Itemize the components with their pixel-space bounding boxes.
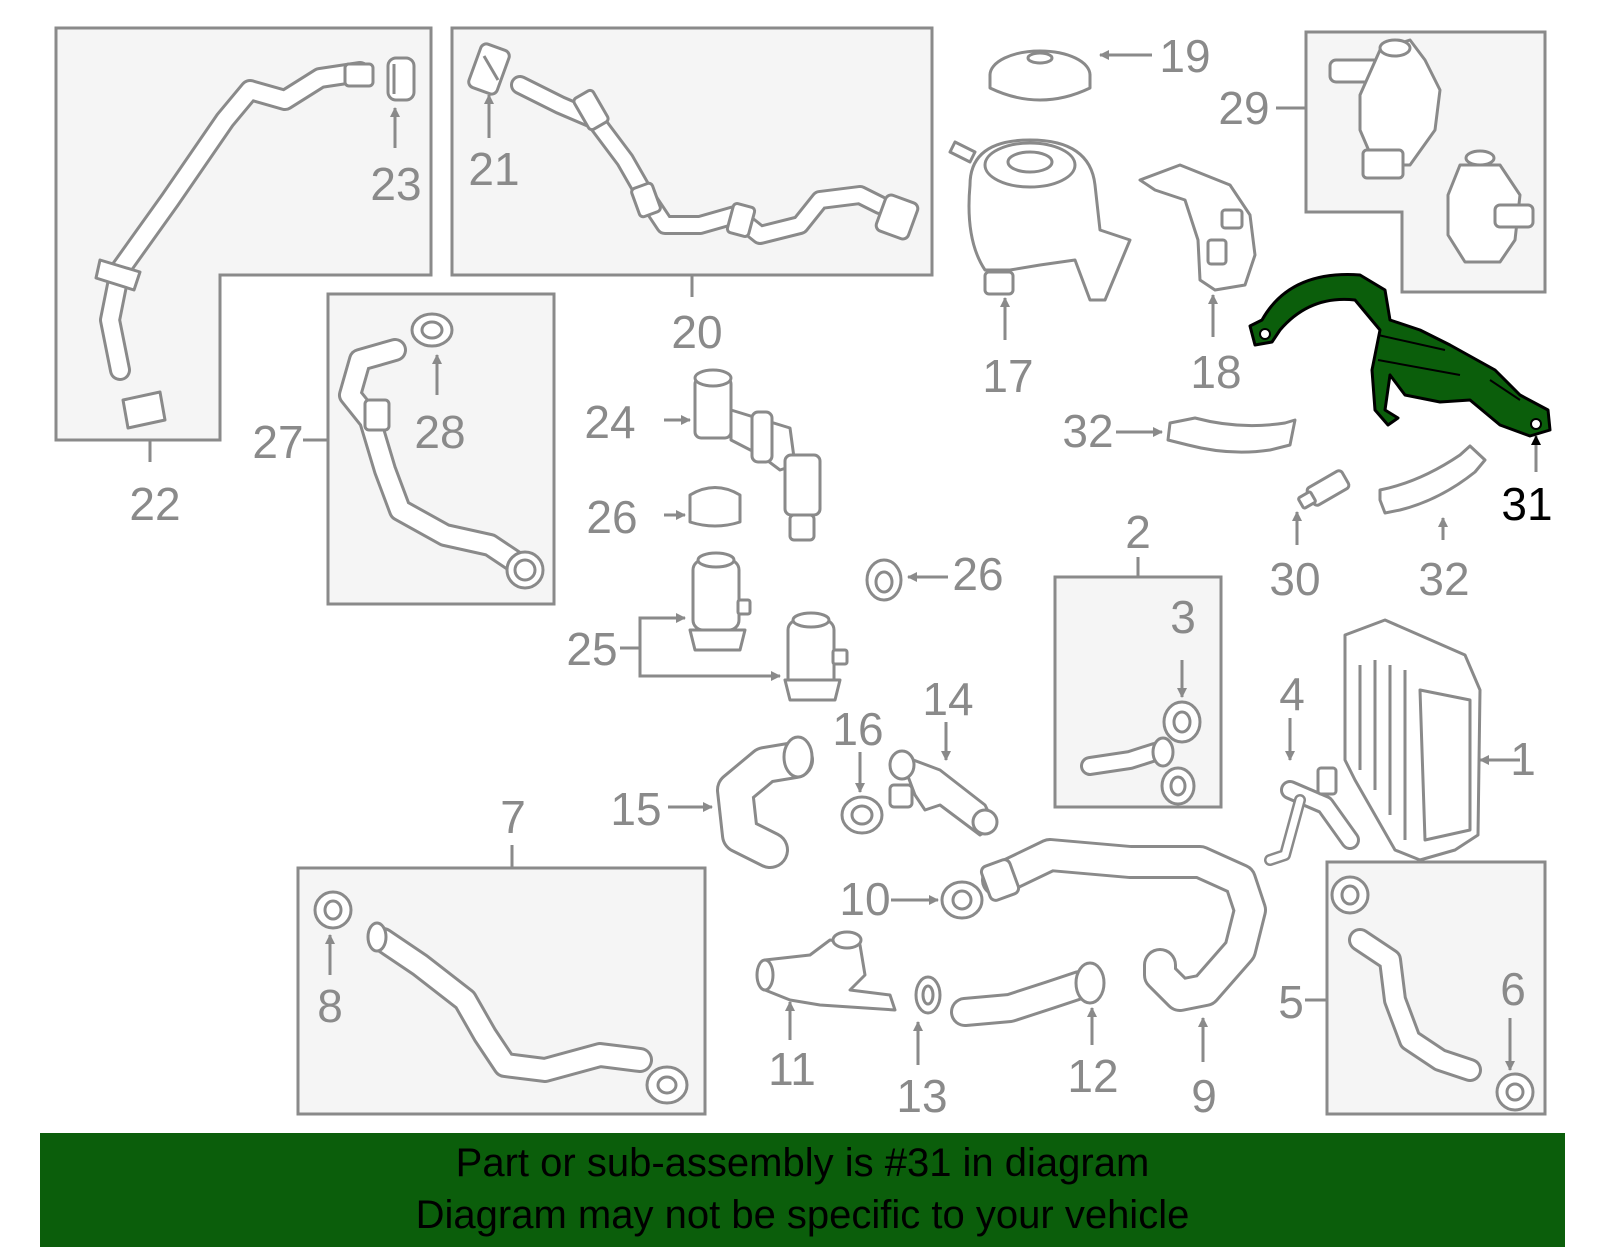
callout-16: 16 bbox=[832, 703, 883, 755]
part-4-pipe bbox=[1264, 766, 1360, 866]
part-24-tee bbox=[693, 368, 822, 542]
callout-4: 4 bbox=[1279, 668, 1305, 720]
part-22-hose bbox=[94, 61, 375, 430]
part-13-clamp bbox=[914, 975, 942, 1015]
callout-15: 15 bbox=[610, 783, 661, 835]
part-17-reservoir bbox=[948, 138, 1132, 302]
callout-23: 23 bbox=[370, 158, 421, 210]
leader-lines bbox=[148, 50, 1541, 1071]
callout-19: 19 bbox=[1159, 30, 1210, 82]
callout-27: 27 bbox=[252, 416, 303, 468]
callout-6: 6 bbox=[1500, 963, 1526, 1015]
part-28-clamp bbox=[410, 312, 454, 348]
part-29-pumps bbox=[1328, 38, 1535, 264]
part-10-clamp bbox=[940, 880, 984, 920]
callout-28: 28 bbox=[414, 406, 465, 458]
part-32-strap-lower bbox=[1378, 444, 1487, 515]
part-31-bracket-highlighted bbox=[1248, 273, 1552, 438]
callout-5: 5 bbox=[1278, 976, 1304, 1028]
part-26-clamp-left bbox=[688, 486, 742, 528]
callout-32-upper: 32 bbox=[1062, 405, 1113, 457]
callout-8: 8 bbox=[317, 980, 343, 1032]
callout-31: 31 bbox=[1501, 478, 1552, 530]
part-3-clamps-hose bbox=[1080, 700, 1202, 806]
callout-26-right: 26 bbox=[952, 548, 1003, 600]
part-7-end-clamp bbox=[645, 1065, 689, 1105]
part-30-sensor bbox=[1297, 469, 1351, 510]
part-27-hose bbox=[338, 338, 545, 590]
part-12-hose bbox=[950, 961, 1106, 1027]
callout-7: 7 bbox=[500, 791, 526, 843]
part-8-clamp bbox=[313, 890, 353, 930]
callout-1: 1 bbox=[1510, 733, 1536, 785]
callout-18: 18 bbox=[1190, 346, 1241, 398]
part-25-pumps bbox=[688, 551, 849, 702]
callout-2: 2 bbox=[1125, 506, 1151, 558]
group-box-22 bbox=[54, 26, 433, 442]
callout-21: 21 bbox=[468, 143, 519, 195]
part-23-clamp bbox=[386, 56, 416, 102]
part-21-clamp bbox=[467, 42, 511, 96]
part-9-hose bbox=[979, 838, 1267, 1012]
callout-14: 14 bbox=[922, 673, 973, 725]
part-15-hose bbox=[716, 735, 814, 869]
part-5-hose bbox=[1330, 875, 1482, 1082]
callout-10: 10 bbox=[839, 873, 890, 925]
callout-9: 9 bbox=[1191, 1070, 1217, 1122]
part-14-tee bbox=[888, 749, 999, 837]
group-box-20 bbox=[450, 26, 934, 277]
part-20-hose bbox=[510, 75, 920, 245]
callout-20: 20 bbox=[671, 306, 722, 358]
callout-24: 24 bbox=[584, 396, 635, 448]
banner-line-1: Part or sub-assembly is #31 in diagram bbox=[455, 1141, 1150, 1185]
part-32-strap-upper bbox=[1166, 416, 1297, 454]
part-26-clamp-right bbox=[865, 558, 903, 602]
callout-22: 22 bbox=[129, 478, 180, 530]
info-banner: Part or sub-assembly is #31 in diagram D… bbox=[40, 1133, 1565, 1247]
part-16-clamp bbox=[840, 795, 884, 835]
callout-11: 11 bbox=[768, 1043, 816, 1095]
callout-labels: 23 22 21 20 19 17 18 29 27 28 32 31 30 3… bbox=[129, 30, 1552, 1122]
callout-30: 30 bbox=[1269, 553, 1320, 605]
callout-3: 3 bbox=[1170, 591, 1196, 643]
group-box-2 bbox=[1053, 575, 1223, 809]
callout-32-lower: 32 bbox=[1418, 553, 1469, 605]
part-19-cap bbox=[988, 49, 1092, 102]
part-1-radiator bbox=[1343, 618, 1482, 862]
callout-17: 17 bbox=[982, 350, 1033, 402]
callout-25: 25 bbox=[566, 623, 617, 675]
part-7-hose bbox=[366, 921, 653, 1083]
part-11-housing bbox=[755, 930, 897, 1012]
callout-13: 13 bbox=[896, 1070, 947, 1122]
callout-12: 12 bbox=[1067, 1050, 1118, 1102]
callout-29: 29 bbox=[1218, 82, 1269, 134]
part-18-bracket bbox=[1138, 163, 1257, 292]
part-6-clamp bbox=[1495, 1072, 1535, 1112]
banner-line-2: Diagram may not be specific to your vehi… bbox=[415, 1193, 1190, 1237]
callout-26-left: 26 bbox=[586, 491, 637, 543]
